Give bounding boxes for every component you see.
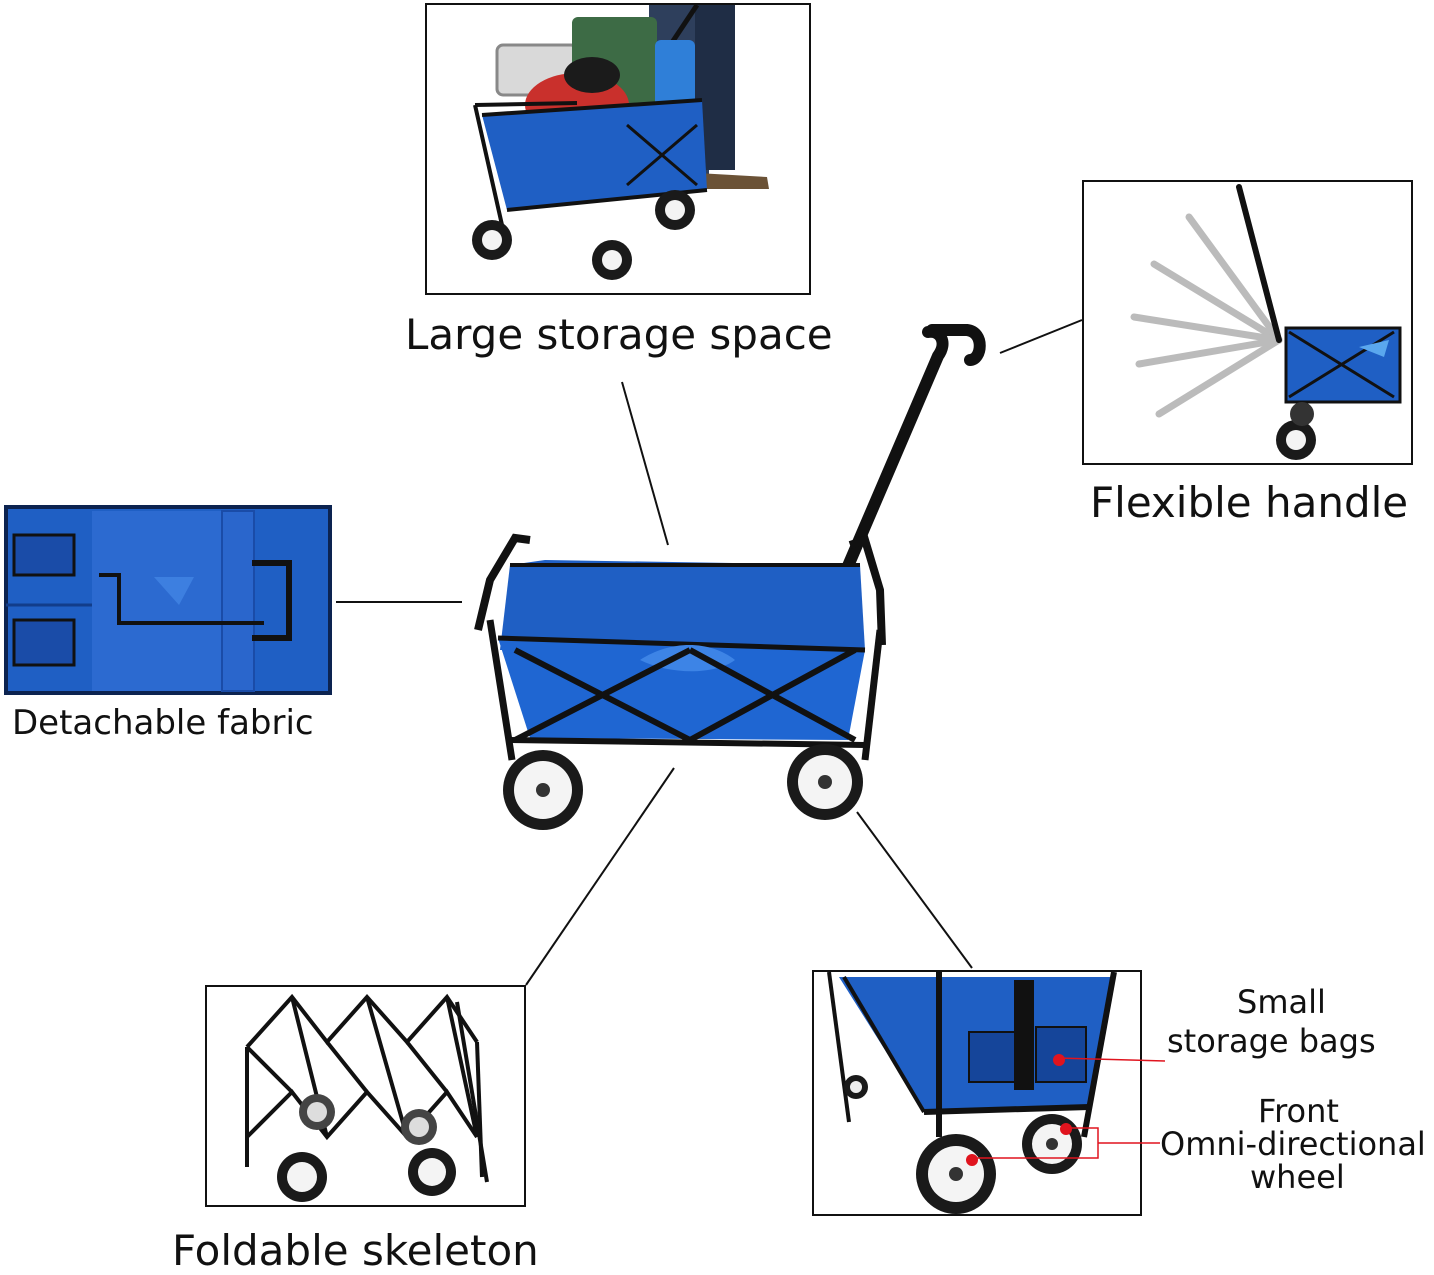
connector-storage xyxy=(621,381,669,546)
connector-skeleton xyxy=(525,767,675,986)
panel-foldable-skeleton xyxy=(205,985,526,1207)
label-small-bags-1: Small xyxy=(1237,983,1326,1021)
label-front-2: Omni-directional xyxy=(1160,1125,1426,1163)
detachable-fabric-image xyxy=(4,505,332,695)
label-large-storage: Large storage space xyxy=(405,310,833,359)
wagon-side-detail-image xyxy=(827,972,1117,1214)
panel-large-storage xyxy=(425,3,811,295)
connector-handle xyxy=(999,319,1083,354)
panel-flexible-handle xyxy=(1082,180,1413,465)
label-small-bags-2: storage bags xyxy=(1167,1022,1376,1060)
wagon-loaded-image xyxy=(472,5,769,280)
main-wagon-image xyxy=(474,324,986,830)
label-front-1: Front xyxy=(1258,1092,1339,1130)
label-flexible-handle: Flexible handle xyxy=(1090,478,1409,527)
skeleton-frame-image xyxy=(245,993,489,1202)
label-detachable-fabric: Detachable fabric xyxy=(12,703,314,743)
panel-storage-wheels xyxy=(812,970,1142,1216)
label-front-3: wheel xyxy=(1250,1158,1345,1196)
connector-wheel xyxy=(856,811,973,969)
label-foldable-skeleton: Foldable skeleton xyxy=(172,1226,539,1275)
handle-angles-image xyxy=(1130,184,1402,460)
